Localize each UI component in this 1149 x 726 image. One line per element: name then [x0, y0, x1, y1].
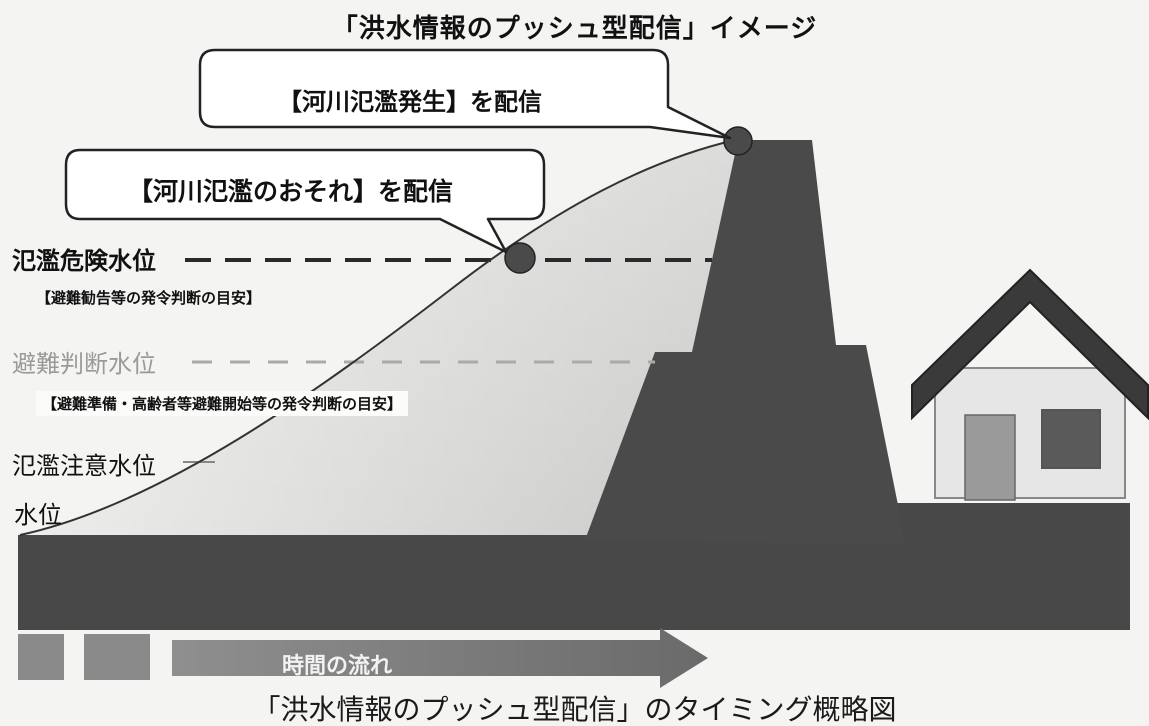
- occurrence-bubble: [198, 48, 732, 140]
- occurrence-bubble-text: 【河川氾濫発生】を配信: [278, 88, 542, 116]
- time-flow-label: 時間の流れ: [282, 654, 393, 679]
- house-window: [1041, 409, 1101, 469]
- house-roof: [911, 268, 1149, 421]
- water-level-curve: [19, 139, 736, 536]
- diagram-title: 「洪水情報のプッシュ型配信」イメージ: [331, 14, 818, 44]
- danger-level-label: 氾濫危険水位: [12, 247, 156, 275]
- flood-occurrence-marker: [723, 126, 753, 156]
- caution-level-label: 氾濫注意水位: [12, 452, 156, 480]
- water-highlight: [20, 140, 735, 540]
- evacuation-judgment-level-note: 【避難準備・高齢者等避難開始等の発令判断の目安】: [36, 391, 409, 416]
- risk-bubble: [64, 148, 546, 254]
- risk-bubble-text: 【河川氾濫のおそれ】を配信: [128, 177, 454, 206]
- house: [911, 268, 1149, 501]
- ground-right: [880, 503, 1130, 543]
- time-block-2: [84, 634, 150, 680]
- diagram-caption: 「洪水情報のプッシュ型配信」のタイミング概略図: [252, 693, 897, 726]
- danger-level-note: 【避難勧告等の発令判断の目安】: [36, 289, 262, 307]
- levee: [585, 140, 905, 545]
- water-level-label: 水位: [14, 501, 62, 529]
- house-door: [964, 414, 1016, 501]
- danger-level-marker: [504, 242, 536, 274]
- time-flow-arrow: [172, 628, 708, 688]
- ground: [18, 535, 1130, 630]
- evacuation-judgment-level-label: 避難判断水位: [12, 350, 156, 378]
- time-block-1: [18, 634, 64, 680]
